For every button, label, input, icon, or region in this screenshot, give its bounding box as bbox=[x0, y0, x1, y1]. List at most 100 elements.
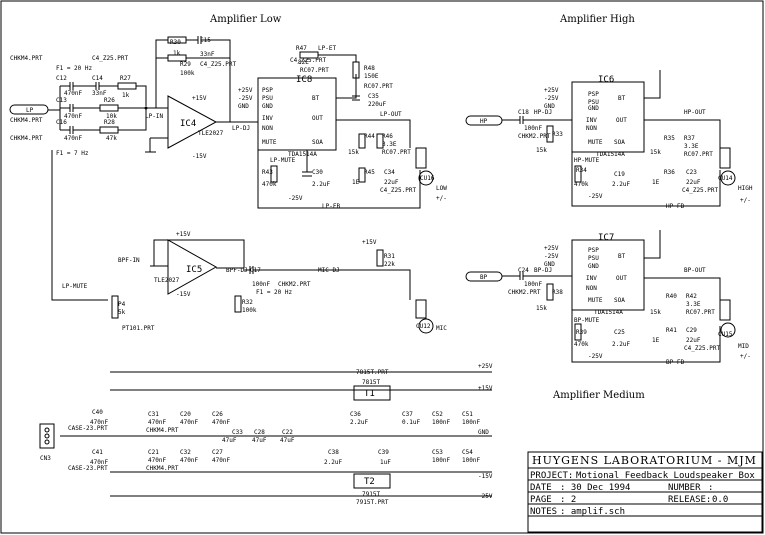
c34-ref: C34 bbox=[384, 169, 395, 176]
svg-text:RC07.PRT: RC07.PRT bbox=[684, 151, 713, 158]
f1-7hz-label: F1 = 7 Hz bbox=[56, 150, 89, 157]
svg-text:LP-FB: LP-FB bbox=[322, 203, 340, 210]
svg-text:-25V: -25V bbox=[588, 193, 603, 200]
t1-regulator bbox=[353, 385, 391, 401]
svg-text:7815T.PRT: 7815T.PRT bbox=[356, 369, 389, 376]
ic4-m15: -15V bbox=[192, 153, 207, 160]
title-number: : bbox=[708, 483, 713, 493]
f1-20hz-label: F1 = 20 Hz bbox=[56, 65, 93, 72]
c12-ref: C12 bbox=[56, 75, 67, 82]
svg-text:+15V: +15V bbox=[176, 231, 191, 238]
r35-ref: R35 bbox=[664, 135, 675, 142]
c12-val: 470nF bbox=[64, 90, 82, 97]
r26-ref: R26 bbox=[104, 97, 115, 104]
svg-text:C52: C52 bbox=[432, 411, 443, 418]
svg-text:1E: 1E bbox=[652, 179, 660, 186]
svg-text:CHKM2.PRT: CHKM2.PRT bbox=[278, 281, 311, 288]
rail-p25: +25V bbox=[478, 363, 493, 370]
svg-text:TDA1514A: TDA1514A bbox=[596, 151, 625, 158]
rail-p15: +15V bbox=[478, 385, 493, 392]
svg-text:22uF: 22uF bbox=[686, 179, 701, 186]
svg-text:LP-MUTE: LP-MUTE bbox=[270, 157, 296, 164]
svg-text:-25V: -25V bbox=[288, 195, 303, 202]
svg-text:+25V: +25V bbox=[544, 245, 559, 252]
r38-ref: R38 bbox=[552, 289, 563, 296]
svg-text:GND: GND bbox=[588, 263, 599, 270]
svg-text:C4_Z25.PRT: C4_Z25.PRT bbox=[682, 187, 719, 194]
svg-text:PSU: PSU bbox=[262, 95, 273, 102]
svg-text:PSP: PSP bbox=[588, 91, 599, 98]
title-date: : 30 Dec 1994 bbox=[560, 483, 630, 493]
svg-text:3.3E: 3.3E bbox=[686, 301, 701, 308]
r37-ref: R37 bbox=[684, 135, 695, 142]
svg-text:7915T.PRT: 7915T.PRT bbox=[356, 499, 389, 506]
svg-text:CASE-23.PRT: CASE-23.PRT bbox=[68, 465, 108, 472]
svg-text:GND: GND bbox=[588, 105, 599, 112]
svg-text:100nF: 100nF bbox=[524, 281, 542, 288]
svg-text:GND: GND bbox=[544, 261, 555, 268]
c4z25-top: C4_Z25.PRT bbox=[92, 55, 129, 62]
r47-ref: R47 bbox=[296, 45, 307, 52]
c13-ref: C13 bbox=[56, 97, 67, 104]
svg-text:3.3E: 3.3E bbox=[684, 143, 699, 150]
svg-text:NON: NON bbox=[586, 125, 597, 132]
svg-text:MUTE: MUTE bbox=[262, 139, 277, 146]
svg-text:OUT: OUT bbox=[616, 275, 627, 282]
svg-text:OUT: OUT bbox=[616, 117, 627, 124]
svg-text:C36: C36 bbox=[350, 411, 361, 418]
svg-text:MIC: MIC bbox=[436, 325, 447, 332]
r30-val: 1k bbox=[173, 50, 181, 57]
title-page-label: PAGE bbox=[530, 495, 552, 505]
ic7-ref: IC7 bbox=[598, 233, 614, 243]
r47-val: 82E bbox=[298, 59, 309, 66]
svg-text:22uF: 22uF bbox=[686, 337, 701, 344]
svg-text:1E: 1E bbox=[352, 179, 360, 186]
chkm4-left-1: CHKM4.PRT bbox=[10, 55, 43, 62]
ic8-ref: IC8 bbox=[296, 75, 312, 85]
svg-text:1uF: 1uF bbox=[380, 459, 391, 466]
svg-text:2.2uF: 2.2uF bbox=[350, 419, 368, 426]
c35-val: 220uF bbox=[368, 101, 386, 108]
c30-ref: C30 bbox=[312, 169, 323, 176]
c25-ref: C25 bbox=[614, 329, 625, 336]
svg-text:TDA1514A: TDA1514A bbox=[594, 309, 623, 316]
svg-text:C28: C28 bbox=[254, 429, 265, 436]
svg-text:BP-OUT: BP-OUT bbox=[684, 267, 706, 274]
r27-val: 1k bbox=[122, 92, 130, 99]
svg-text:7815T: 7815T bbox=[362, 379, 380, 386]
svg-text:GND: GND bbox=[238, 103, 249, 110]
svg-text:470nF: 470nF bbox=[90, 419, 108, 426]
ic8-part: TDA1514A bbox=[288, 151, 317, 158]
r27-ref: R27 bbox=[120, 75, 131, 82]
svg-text:CASE-23.PRT: CASE-23.PRT bbox=[68, 425, 108, 432]
section-title-amp-high: Amplifier High bbox=[559, 14, 635, 25]
supply-caps: C40 470nF C41 470nF C31 470nF C21 470nF … bbox=[90, 409, 480, 472]
svg-text:-25V: -25V bbox=[544, 253, 559, 260]
svg-text:C26: C26 bbox=[212, 411, 223, 418]
svg-text:MIC-DJ: MIC-DJ bbox=[318, 267, 340, 274]
svg-text:NON: NON bbox=[262, 125, 273, 132]
r36-ref: R36 bbox=[664, 169, 675, 176]
title-notes-label: NOTES bbox=[530, 507, 557, 517]
lp-dj-label: LP-DJ bbox=[232, 125, 250, 132]
svg-text:NON: NON bbox=[586, 285, 597, 292]
svg-text:47uF: 47uF bbox=[280, 437, 295, 444]
rail-m15: -15V bbox=[478, 473, 493, 480]
svg-text:2.2uF: 2.2uF bbox=[612, 341, 630, 348]
r41-ref: R41 bbox=[666, 327, 677, 334]
title-number-label: NUMBER bbox=[668, 483, 701, 493]
c13-val: 470nF bbox=[64, 113, 82, 120]
r42-ref: R42 bbox=[686, 293, 697, 300]
title-company: HUYGENS LABORATORIUM - MJM bbox=[532, 454, 757, 467]
title-release-label: RELEASE: bbox=[668, 495, 711, 505]
svg-text:BT: BT bbox=[618, 95, 626, 102]
svg-text:HP: HP bbox=[480, 118, 488, 125]
r31-ref: R31 bbox=[384, 253, 395, 260]
r30-ref: R30 bbox=[170, 39, 181, 46]
svg-text:F1 = 20 Hz: F1 = 20 Hz bbox=[256, 289, 293, 296]
u12-ref: CU12 bbox=[416, 323, 431, 330]
svg-text:+/-: +/- bbox=[740, 197, 751, 204]
svg-text:100nF: 100nF bbox=[462, 419, 480, 426]
svg-text:5k: 5k bbox=[118, 309, 126, 316]
